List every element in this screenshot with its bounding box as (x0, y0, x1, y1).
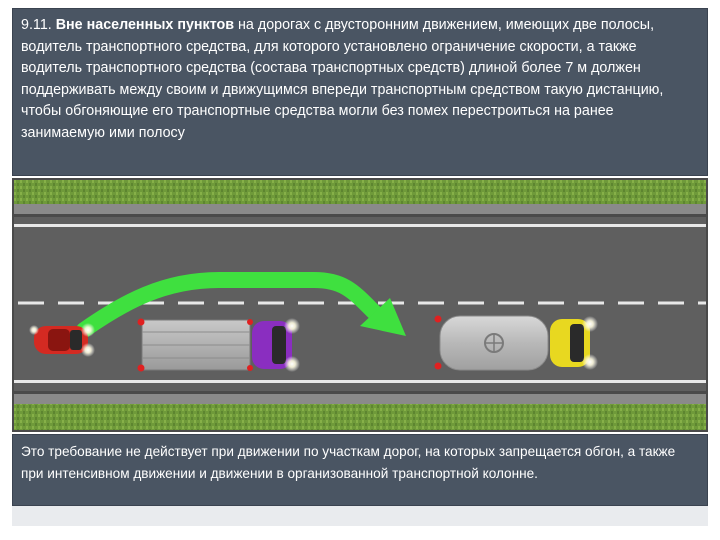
road-illustration (12, 178, 708, 432)
edge-line-bottom (14, 380, 706, 383)
rule-body: на дорогах с двусторонним движением, име… (21, 17, 664, 141)
marker-tanker-rear-left (434, 315, 442, 323)
grass-bottom (14, 404, 706, 430)
marker-tanker-rear-right (434, 362, 442, 370)
rule-highlight: Вне населенных пунктов (55, 17, 235, 33)
purple-truck-icon (137, 318, 300, 372)
note-panel: Это требование не действует при движении… (12, 434, 708, 506)
rule-panel: 9.11. Вне населенных пунктов на дорогах … (12, 8, 708, 176)
curb-bottom (14, 394, 706, 404)
rule-text: 9.11. Вне населенных пунктов на дорогах … (21, 15, 699, 144)
note-text: Это требование не действует при движении… (21, 444, 676, 481)
bottom-strip (12, 506, 708, 526)
red-car-icon (29, 323, 95, 357)
overtake-arrow-icon (76, 272, 406, 338)
yellow-tanker-icon (434, 315, 598, 371)
edge-line-top (14, 224, 706, 227)
road-scene-svg (14, 180, 706, 430)
rule-number: 9.11. (21, 17, 56, 33)
marker-rear-right (137, 364, 145, 372)
curb-top (14, 204, 706, 214)
marker-rear-left (137, 318, 145, 326)
grass-top (14, 180, 706, 204)
